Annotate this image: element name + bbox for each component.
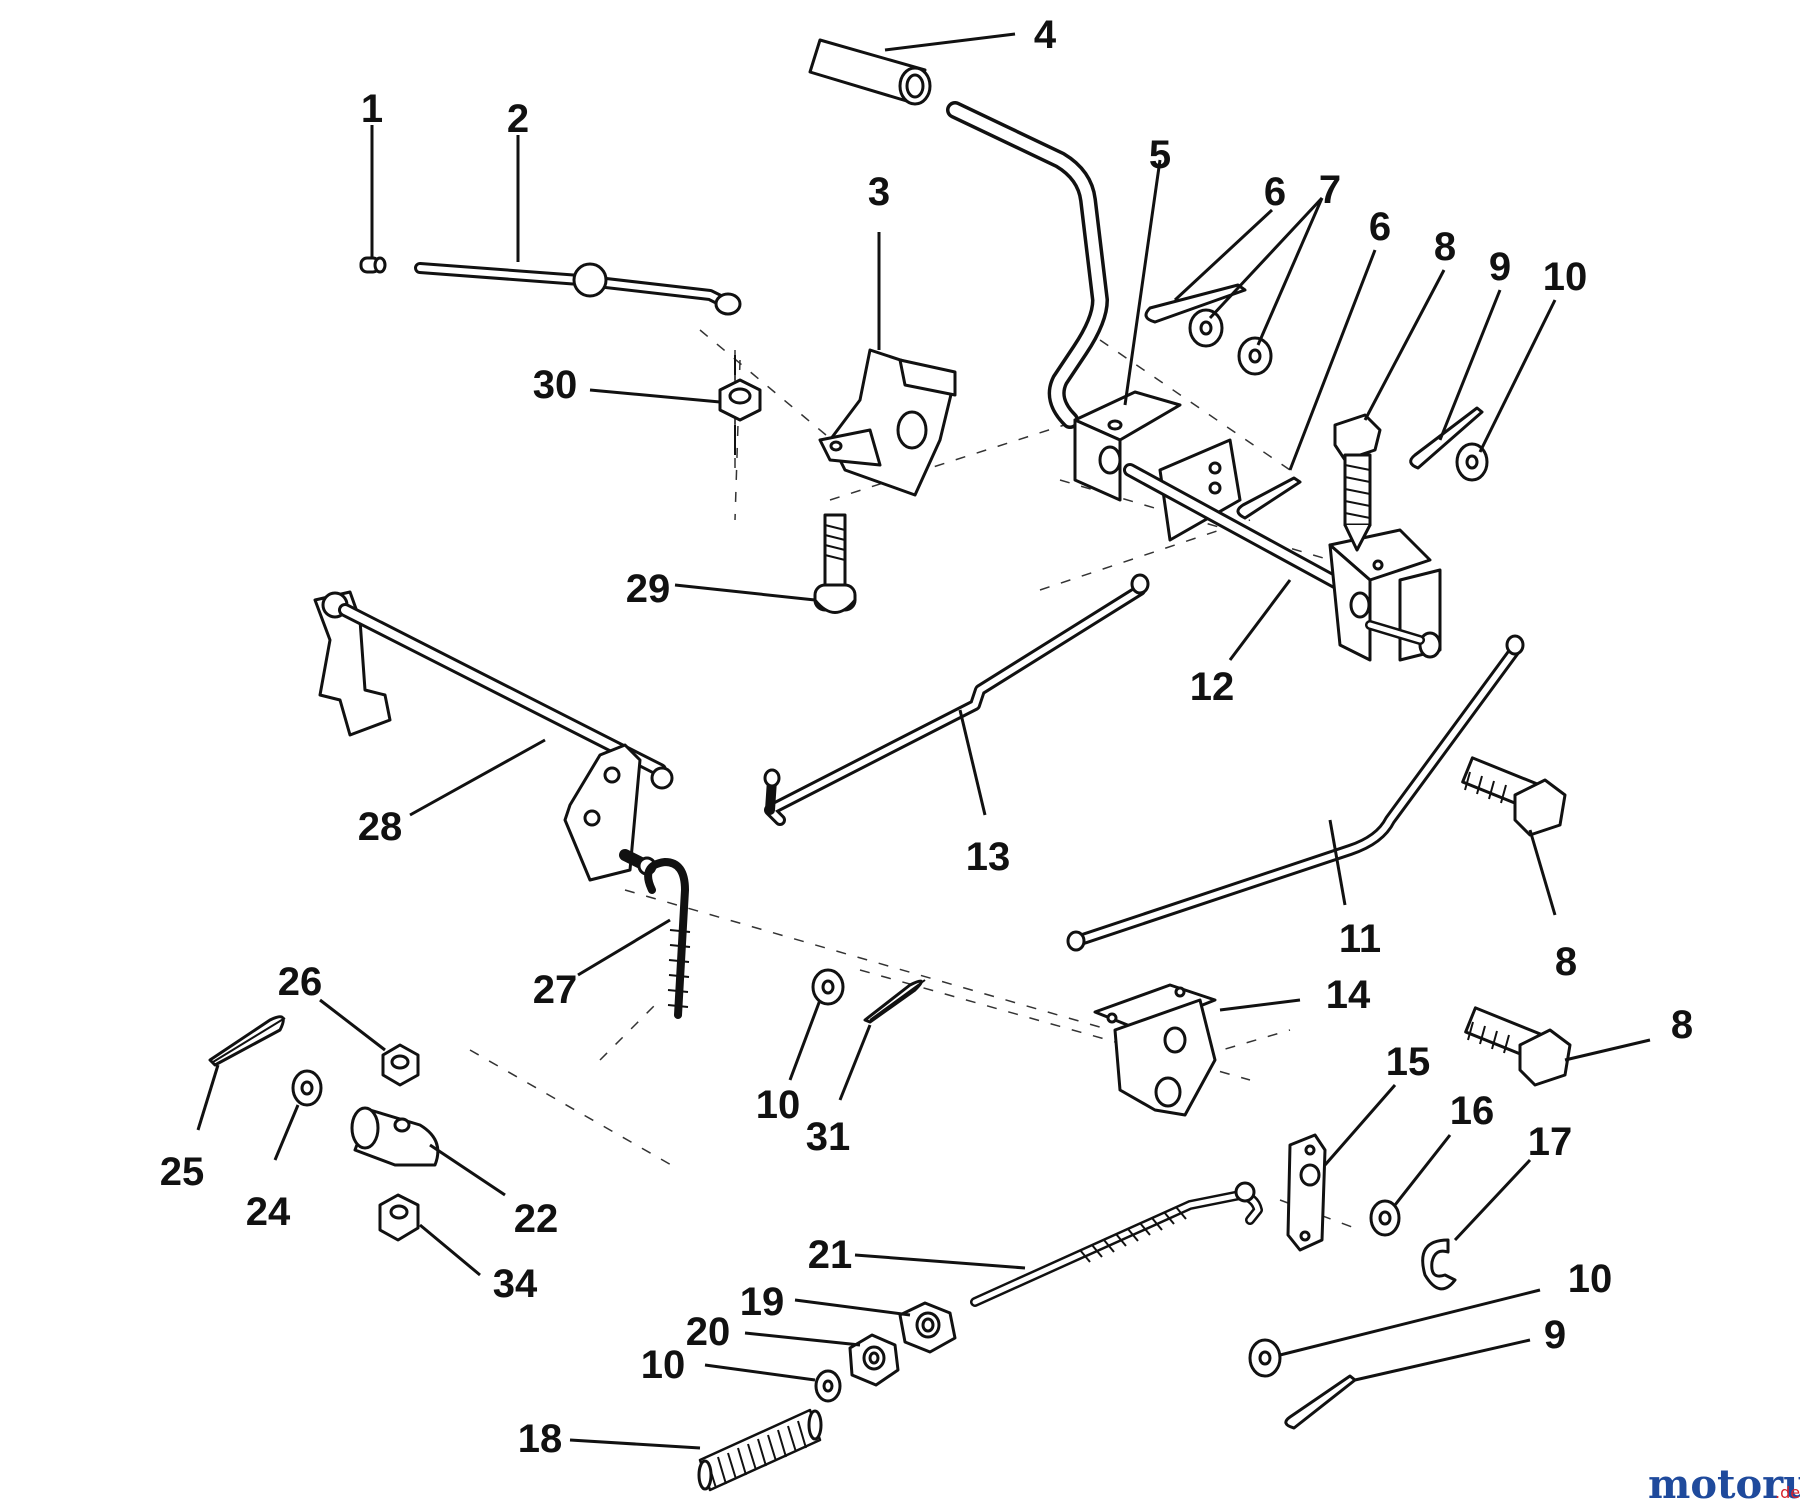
label-8c: 8 [1671, 1003, 1693, 1047]
part-21-adjustment-rod [970, 1181, 1263, 1307]
part-6-7-pin-washers-upper [1144, 283, 1302, 520]
label-7: 7 [1319, 168, 1341, 212]
part-30-nut [718, 355, 762, 455]
label-27: 27 [533, 968, 578, 1012]
part-13-link-rod [763, 573, 1150, 826]
label-21: 21 [808, 1233, 853, 1277]
label-22: 22 [514, 1197, 559, 1241]
part-20-nut [848, 1333, 900, 1387]
label-8b: 8 [1555, 940, 1577, 984]
part-15-link-plate [1286, 1133, 1327, 1252]
part-26-nut [381, 1043, 420, 1087]
label-16: 16 [1450, 1089, 1495, 1133]
label-20: 20 [686, 1310, 731, 1354]
label-6b: 6 [1369, 205, 1391, 249]
label-12: 12 [1190, 665, 1235, 709]
label-25: 25 [160, 1150, 205, 1194]
part-27-hook-rod [644, 858, 691, 1019]
watermark-brand: motoruf [1648, 1461, 1800, 1508]
part-18-spring [697, 1408, 823, 1492]
callout-labels: 1 2 3 4 5 6 7 6 8 9 10 30 29 12 28 13 11… [160, 13, 1693, 1461]
part-2-lift-rod [414, 262, 742, 316]
label-10b: 10 [756, 1083, 801, 1127]
label-9b: 9 [1544, 1313, 1566, 1357]
part-9-10-pin-washer-upper [1409, 406, 1489, 482]
label-6a: 6 [1264, 170, 1286, 214]
part-17-e-clip [1421, 1238, 1457, 1291]
label-10a: 10 [1543, 255, 1588, 299]
part-29-bolt [813, 513, 857, 614]
label-29: 29 [626, 567, 671, 611]
label-9a: 9 [1489, 245, 1511, 289]
part-4-lift-lever [808, 38, 1109, 429]
part-28-rear-lift-shaft [313, 590, 674, 882]
leader-lines [196, 32, 1651, 1450]
part-16-washer [1369, 1199, 1401, 1237]
label-10d: 10 [1568, 1257, 1613, 1301]
part-8-bolt-vertical [1333, 413, 1382, 552]
part-24-washer [291, 1069, 323, 1107]
part-5-12-lift-shaft-assembly [1073, 390, 1442, 662]
label-2: 2 [507, 97, 529, 141]
label-15: 15 [1386, 1040, 1431, 1084]
label-5: 5 [1149, 133, 1171, 177]
part-8-bolt-right-upper [1461, 756, 1567, 837]
label-24: 24 [246, 1190, 291, 1234]
label-4: 4 [1034, 13, 1057, 57]
part-8-bolt-right-lower [1464, 1006, 1572, 1087]
label-17: 17 [1528, 1120, 1573, 1164]
label-13: 13 [966, 835, 1011, 879]
label-3: 3 [868, 170, 890, 214]
part-34-locknut [378, 1193, 420, 1242]
label-18: 18 [518, 1417, 563, 1461]
label-10c: 10 [641, 1343, 686, 1387]
label-14: 14 [1326, 973, 1371, 1017]
label-11: 11 [1339, 917, 1381, 961]
part-10-9-washer-pin-lower [1248, 1338, 1357, 1430]
motoruf-watermark: motoruf .de [1648, 1461, 1800, 1508]
label-8a: 8 [1434, 225, 1456, 269]
label-30: 30 [533, 363, 578, 407]
label-34: 34 [493, 1262, 538, 1306]
label-26: 26 [278, 960, 323, 1004]
part-19-nut [898, 1301, 957, 1354]
part-3-bracket [818, 348, 957, 497]
part-10-31-washer-pin-middle [811, 968, 926, 1024]
label-19: 19 [740, 1280, 785, 1324]
part-1-end-cap [359, 256, 387, 274]
watermark-suffix: .de [1775, 1483, 1800, 1502]
part-22-trunnion [350, 1106, 440, 1167]
part-14-bracket [1093, 983, 1217, 1117]
label-1: 1 [361, 87, 383, 131]
label-31: 31 [806, 1115, 851, 1159]
part-10-washer-lower [814, 1369, 842, 1403]
part-11-long-rod [1066, 634, 1525, 952]
part-25-hair-pin [208, 1015, 286, 1067]
label-28: 28 [358, 805, 403, 849]
